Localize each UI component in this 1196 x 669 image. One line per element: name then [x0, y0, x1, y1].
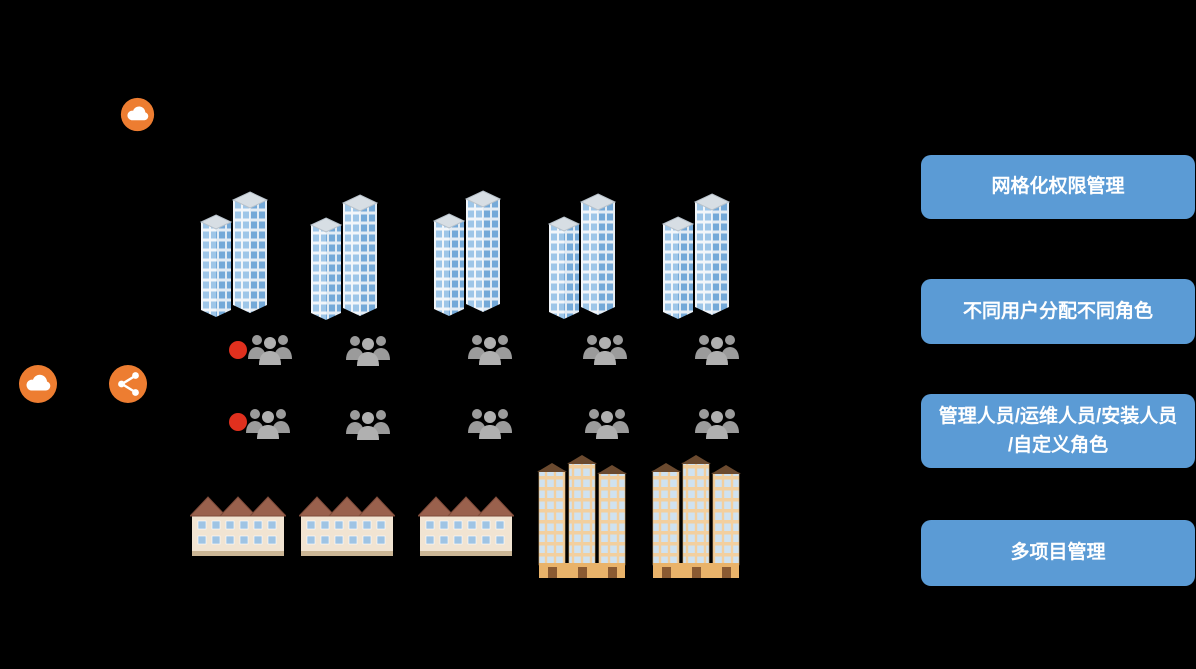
office-buildings-icon [427, 179, 515, 324]
office-buildings-icon [194, 180, 282, 325]
tall-buildings-icon [651, 445, 743, 581]
panel-role-types: 管理人员/运维人员/安装人员 /自定义角色 [921, 394, 1195, 468]
cloud-icon [120, 97, 155, 132]
panel-label: 多项目管理 [1010, 542, 1106, 564]
panel-label: 网格化权限管理 [991, 176, 1125, 198]
people-group-icon [467, 331, 513, 365]
tall-buildings-icon [537, 445, 629, 581]
panel-user-roles: 不同用户分配不同角色 [921, 279, 1195, 344]
people-group-icon [345, 406, 391, 440]
panel-multi-project: 多项目管理 [921, 520, 1195, 586]
people-group-icon [467, 405, 513, 439]
red-dot-marker [229, 413, 247, 431]
panel-grid-permission: 网格化权限管理 [921, 155, 1195, 219]
people-group-icon [582, 331, 628, 365]
office-buildings-icon [542, 182, 630, 327]
panel-label: 管理人员/运维人员/安装人员 /自定义角色 [938, 405, 1178, 456]
red-dot-marker [229, 341, 247, 359]
office-buildings-icon [304, 183, 392, 328]
panel-label: 不同用户分配不同角色 [962, 300, 1153, 322]
people-group-icon [694, 331, 740, 365]
office-buildings-icon [656, 182, 744, 327]
people-group-icon [345, 332, 391, 366]
residential-houses-icon [190, 487, 286, 561]
residential-houses-icon [418, 487, 514, 561]
people-group-icon [247, 331, 293, 365]
residential-houses-icon [299, 487, 395, 561]
cloud-icon [18, 364, 58, 404]
share-icon [108, 364, 148, 404]
people-group-icon [694, 405, 740, 439]
people-group-icon [245, 405, 291, 439]
people-group-icon [584, 405, 630, 439]
